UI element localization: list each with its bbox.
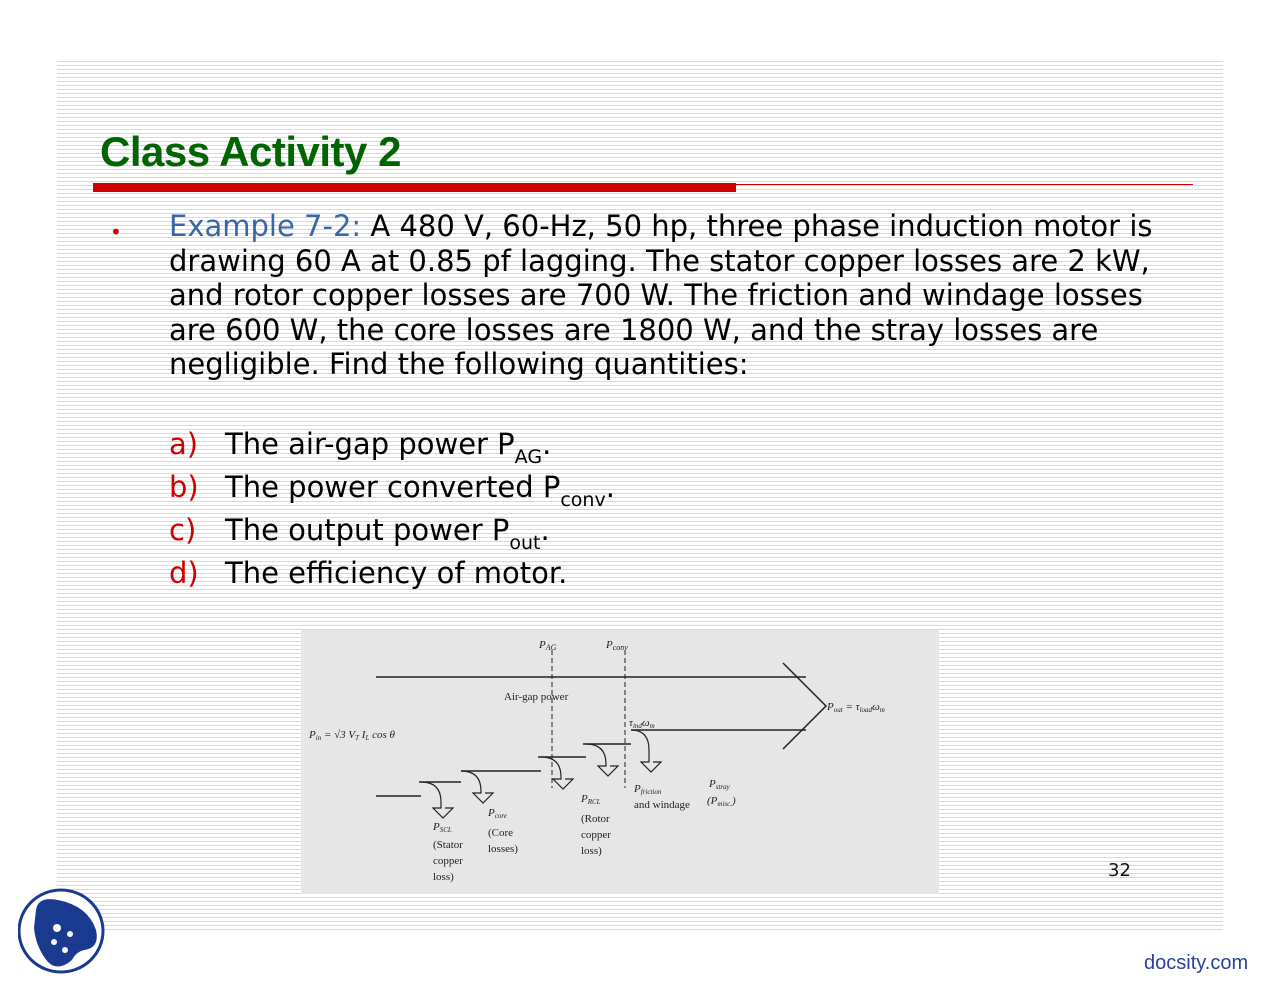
- item-text: The air-gap power P: [225, 427, 515, 461]
- docsity-logo-icon[interactable]: [17, 888, 108, 982]
- svg-text:loss): loss): [433, 871, 454, 883]
- problem-statement: Example 7-2: A 480 V, 60-Hz, 50 hp, thre…: [169, 209, 1169, 382]
- item-subscript: conv: [560, 489, 606, 511]
- problem-text: A 480 V, 60-Hz, 50 hp, three phase induc…: [169, 209, 1153, 382]
- p-friction-label: Pfriction: [633, 783, 662, 796]
- item-label: d): [169, 556, 199, 590]
- item-text: The output power P: [225, 513, 510, 547]
- question-item-d: d) The efficiency of motor.: [169, 552, 615, 595]
- slide-title: Class Activity 2: [100, 128, 401, 175]
- p-in-formula: Pin = √3 VT IL cos θ: [308, 729, 396, 742]
- item-end: .: [605, 470, 615, 504]
- item-subscript: out: [509, 532, 541, 554]
- svg-text:(Core: (Core: [488, 827, 513, 839]
- svg-text:copper: copper: [433, 855, 463, 867]
- p-rcl-label: PRCL: [580, 793, 601, 806]
- item-label: a): [169, 427, 199, 461]
- power-flow-svg: PAG Pconv Air-gap power Pin = √3 VT IL c…: [308, 639, 885, 883]
- item-subscript: AG: [514, 446, 543, 468]
- title-underline-thin: [736, 184, 1193, 185]
- item-label: b): [169, 470, 199, 504]
- p-core-label: Pcore: [487, 807, 507, 820]
- question-item-b: b) The power converted Pconv.: [169, 466, 615, 511]
- item-text: The efficiency of motor.: [225, 556, 568, 590]
- p-stray-label: Pstray: [708, 778, 731, 791]
- svg-text:(Stator: (Stator: [433, 839, 463, 851]
- item-text: The power converted P: [225, 470, 561, 504]
- item-end: .: [542, 427, 552, 461]
- power-flow-diagram: PAG Pconv Air-gap power Pin = √3 VT IL c…: [301, 630, 939, 894]
- item-label: c): [169, 513, 197, 547]
- svg-text:loss): loss): [581, 845, 602, 857]
- question-item-c: c) The output power Pout.: [169, 509, 615, 554]
- svg-text:(Pmisc.): (Pmisc.): [707, 795, 736, 808]
- tau-ind-label: τindωm: [629, 717, 655, 730]
- p-ag-label: PAG: [538, 639, 557, 652]
- svg-text:(Rotor: (Rotor: [581, 813, 610, 825]
- docsity-brand-link[interactable]: docsity.com: [1144, 952, 1249, 974]
- title-underline-thick: [93, 183, 736, 192]
- svg-text:and windage: and windage: [634, 799, 690, 811]
- example-label: Example 7-2:: [169, 209, 362, 243]
- question-list: a) The air-gap power PAG. b) The power c…: [169, 423, 615, 595]
- p-scl-label: PSCL: [432, 821, 452, 834]
- svg-text:losses): losses): [488, 843, 518, 855]
- air-gap-power-label: Air-gap power: [504, 691, 569, 703]
- question-item-a: a) The air-gap power PAG.: [169, 423, 615, 468]
- p-conv-label: Pconv: [605, 639, 628, 652]
- bullet-icon: •: [110, 220, 122, 244]
- page-number: 32: [1108, 860, 1131, 881]
- p-out-formula: Pout = τloadωm: [826, 701, 885, 714]
- item-end: .: [540, 513, 550, 547]
- svg-text:copper: copper: [581, 829, 611, 841]
